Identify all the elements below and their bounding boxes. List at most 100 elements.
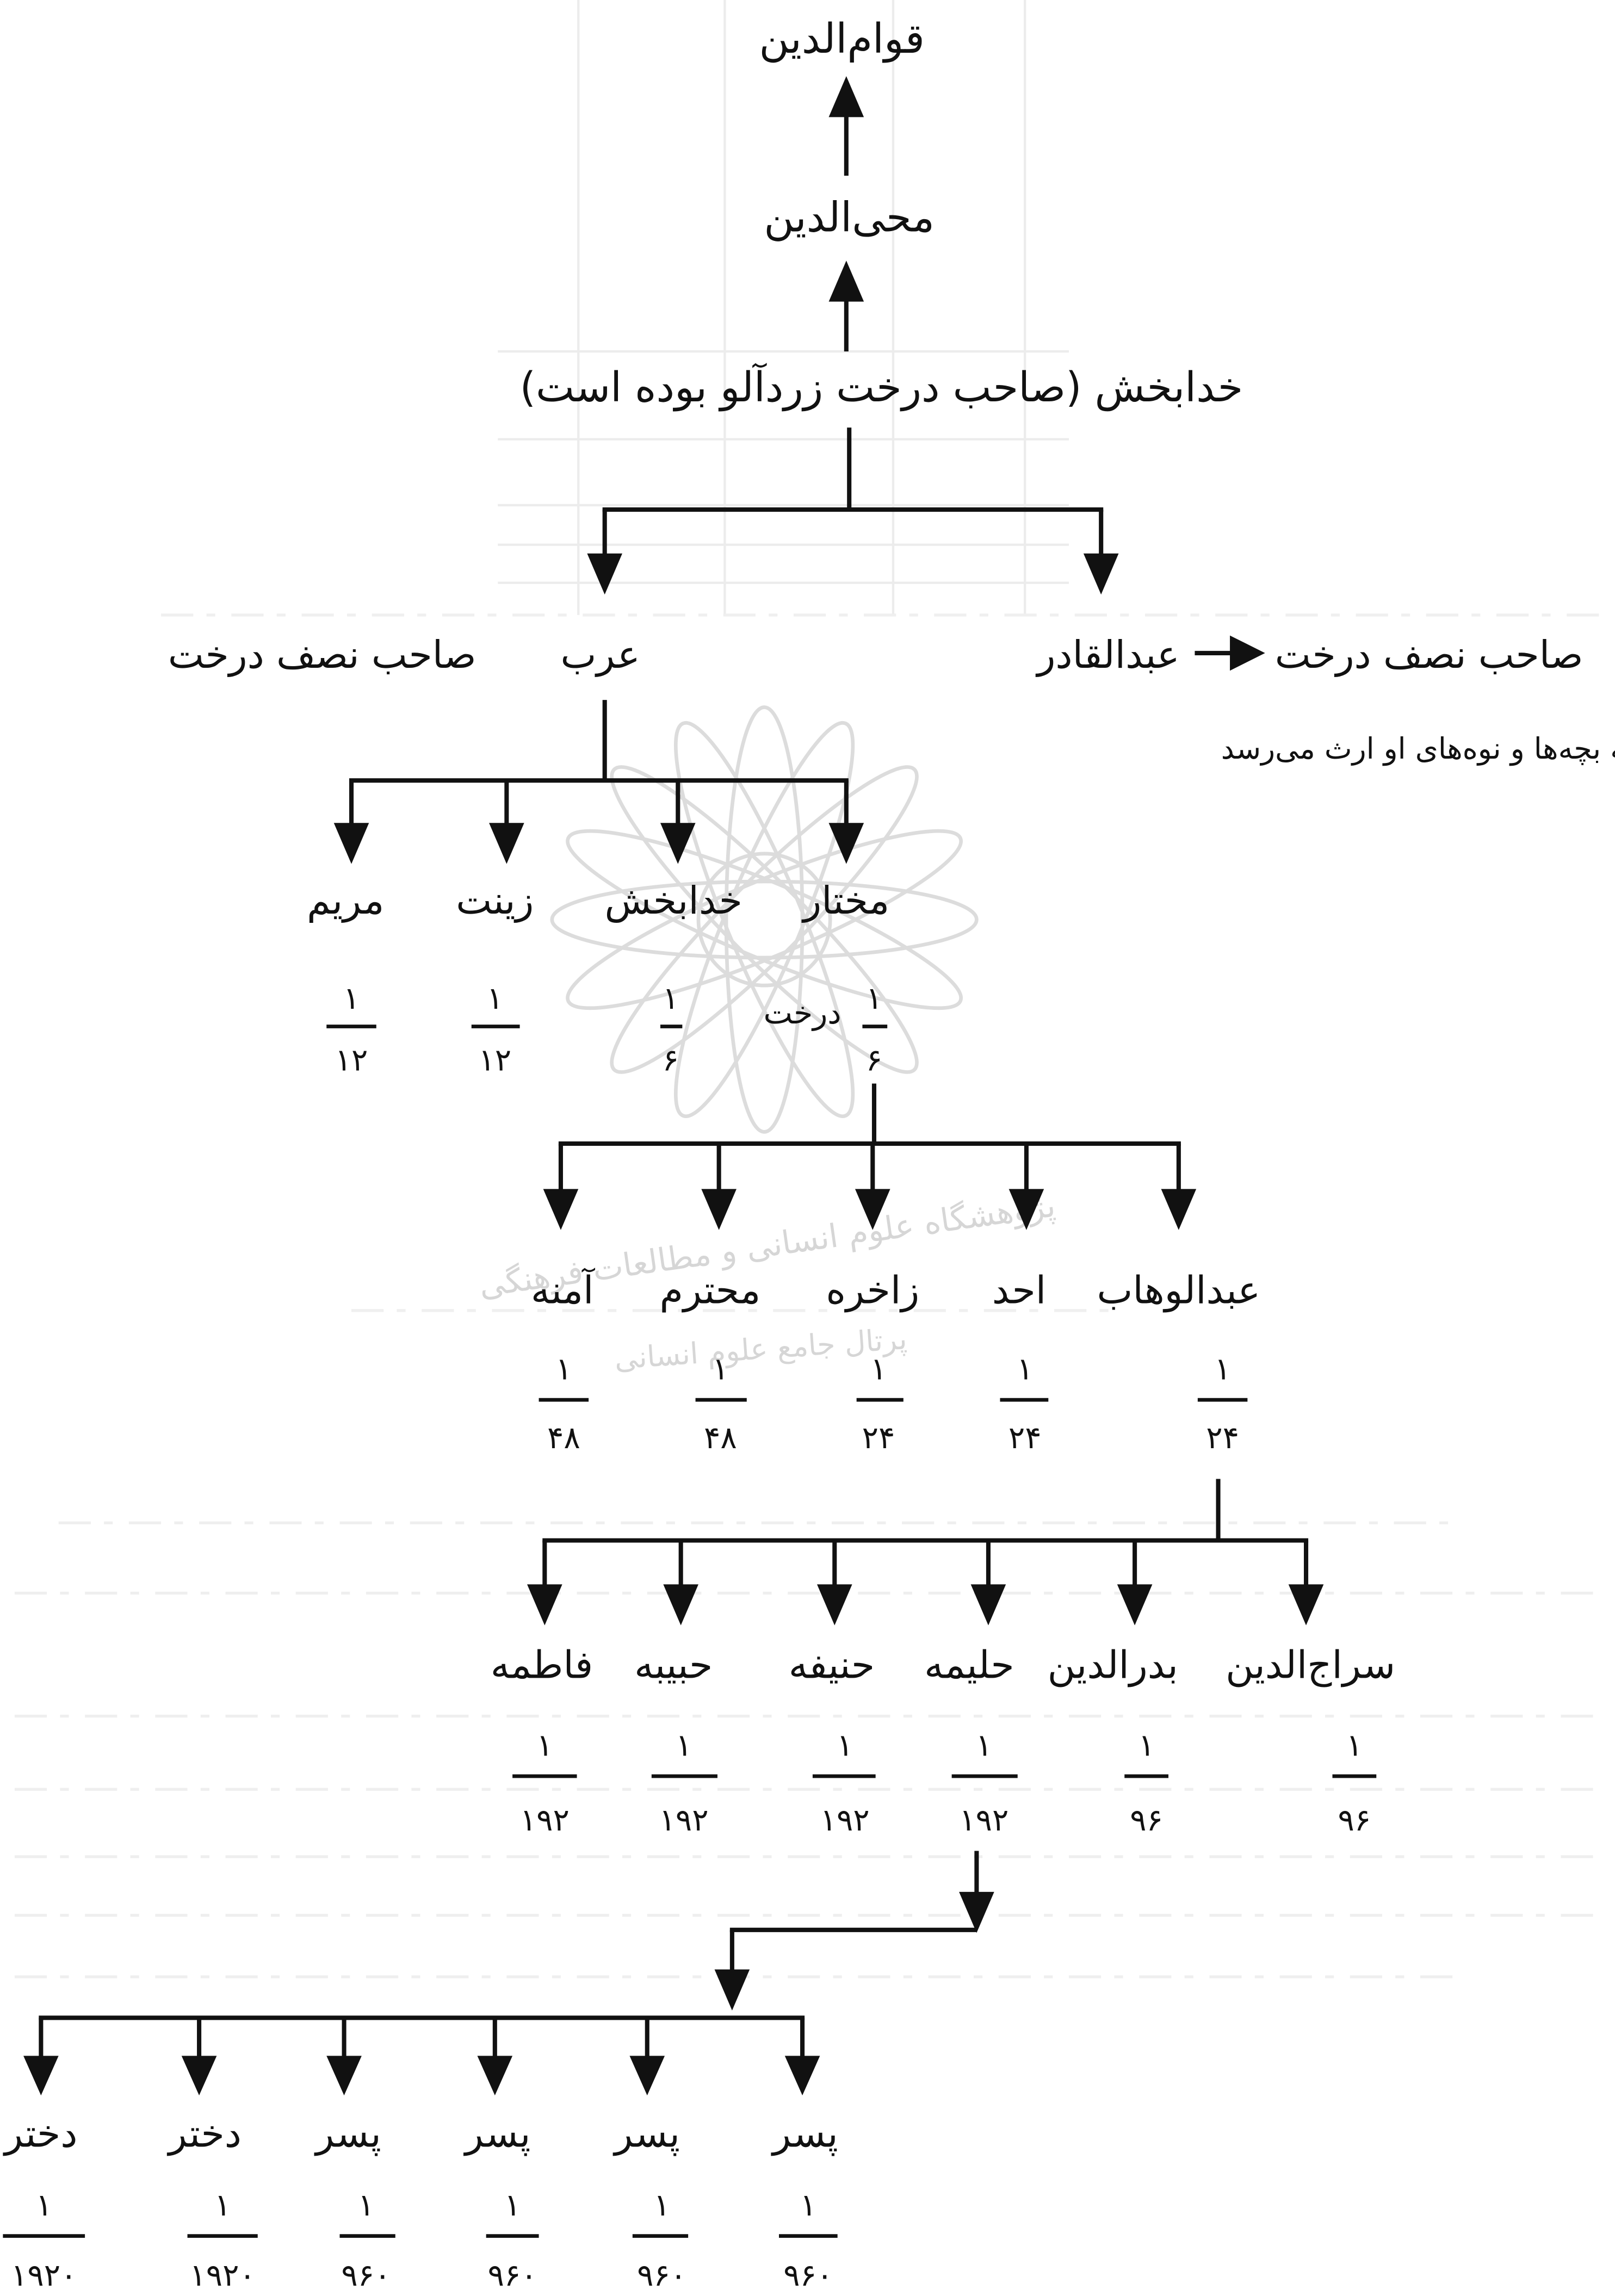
down-arrow-head	[855, 1189, 890, 1230]
down-arrow-head	[587, 553, 622, 595]
child-name: محترم	[660, 1268, 761, 1312]
watermark-petal	[550, 879, 979, 960]
down-arrow-head	[663, 1584, 698, 1625]
share-numerator: ۱	[712, 1351, 728, 1387]
watermark-petal	[566, 829, 963, 1010]
share-numerator: ۱	[800, 2188, 816, 2223]
share-numerator: ۱	[837, 1728, 853, 1763]
child-name: فاطمه	[491, 1643, 593, 1687]
share-denominator: ۹۶	[1130, 1803, 1163, 1838]
watermark-rosette	[550, 705, 979, 1134]
share-numerator: ۱	[36, 2188, 52, 2223]
share-numerator: ۱	[1214, 1351, 1230, 1387]
down-arrow-head	[1008, 1189, 1044, 1230]
down-arrow-head	[784, 2056, 820, 2096]
share-numerator: ۱	[214, 2188, 231, 2223]
arab-note: صاحب نصف درخت	[168, 632, 477, 677]
child-name: حبیبه	[634, 1643, 713, 1687]
tree-owner-name: خدابخش (صاحب درخت زردآلو بوده است)	[520, 363, 1243, 412]
child-name: پسر	[612, 2111, 680, 2156]
down-arrow-head	[629, 2056, 665, 2096]
down-arrow-head	[181, 2056, 217, 2096]
child-name: دختر	[167, 2111, 242, 2156]
child-name: زاخره	[826, 1268, 919, 1312]
share-denominator: ۱۲	[478, 1042, 511, 1078]
share-denominator: ۱۹۲	[959, 1803, 1008, 1838]
down-arrow-head	[1288, 1584, 1324, 1625]
down-arrow-head	[333, 823, 369, 864]
share-denominator: ۶	[866, 1042, 882, 1078]
share-denominator: ۴۸	[704, 1420, 737, 1456]
share-unit: درخت	[764, 996, 841, 1031]
share-denominator: ۲۴	[862, 1420, 895, 1456]
share-denominator: ۴۸	[547, 1420, 580, 1456]
share-numerator: ۱	[504, 2188, 521, 2223]
down-arrow-head	[660, 823, 696, 864]
share-denominator: ۱۲	[335, 1042, 368, 1078]
watermark-rosette-core	[696, 852, 832, 988]
child-name: بدرالدین	[1048, 1643, 1178, 1687]
up-arrow-head	[828, 260, 864, 302]
watermark-petal	[673, 721, 855, 1119]
up-arrow-head	[828, 76, 864, 117]
watermark-petal	[566, 829, 963, 1010]
down-arrow-head	[816, 1584, 852, 1625]
share-denominator: ۹۶۰	[783, 2258, 833, 2293]
child-name: سراج‌الدین	[1226, 1643, 1395, 1687]
share-numerator: ۱	[1346, 1728, 1363, 1763]
right-arrow-head	[1230, 635, 1265, 671]
share-numerator: ۱	[676, 1728, 692, 1763]
share-numerator: ۱	[663, 981, 679, 1016]
child-name: خدابخش	[605, 878, 742, 923]
child-name: احد	[992, 1268, 1046, 1312]
background-scan-marks	[14, 0, 1611, 1978]
down-arrow-head	[477, 2056, 513, 2096]
share-numerator: ۱	[555, 1351, 572, 1387]
share-numerator: ۱	[358, 2188, 374, 2223]
share-denominator: ۹۶	[1338, 1803, 1371, 1838]
down-arrow-head	[701, 1189, 737, 1230]
share-numerator: ۱	[536, 1728, 553, 1763]
share-numerator: ۱	[866, 981, 882, 1016]
share-numerator: ۱	[1138, 1728, 1154, 1763]
inheritance-note: به بچه‌ها و نوه‌های او ارث می‌رسد	[1221, 731, 1615, 766]
child-name: عبدالوهاب	[1097, 1268, 1261, 1312]
watermark-petal	[673, 721, 855, 1119]
down-arrow-head	[527, 1584, 562, 1625]
share-denominator: ۹۶۰	[488, 2258, 537, 2293]
child-name: پسر	[771, 2111, 838, 2156]
share-numerator: ۱	[976, 1728, 992, 1763]
share-denominator: ۱۹۲۰	[11, 2258, 77, 2293]
child-name: پسر	[314, 2111, 381, 2156]
down-arrow-head	[1083, 553, 1119, 595]
child-name: حنیفه	[789, 1643, 875, 1687]
down-arrow-head	[714, 1969, 750, 2010]
child-name: حلیمه	[924, 1643, 1014, 1687]
share-denominator: ۶	[663, 1042, 679, 1078]
down-arrow-head	[326, 2056, 362, 2096]
son-name-abdolghader: عبدالقادر	[1036, 632, 1180, 677]
share-denominator: ۱۹۲۰	[189, 2258, 255, 2293]
child-name: مختار	[801, 878, 889, 923]
share-numerator: ۱	[343, 981, 360, 1016]
watermark-petal	[610, 765, 919, 1074]
share-denominator: ۹۶۰	[341, 2258, 391, 2293]
grandfather-name: محی‌الدین	[764, 193, 935, 241]
child-name: پسر	[463, 2111, 531, 2156]
down-arrow-head	[959, 1891, 994, 1933]
down-arrow-head	[543, 1189, 579, 1230]
child-name: آمنه	[531, 1267, 596, 1312]
down-arrow-head	[1161, 1189, 1197, 1230]
down-arrow-head	[1117, 1584, 1153, 1625]
share-numerator: ۱	[1017, 1351, 1033, 1387]
son-name-arab: عرب	[560, 632, 640, 677]
down-arrow-head	[970, 1584, 1006, 1625]
down-arrow-head	[23, 2056, 59, 2096]
child-name: مریم	[307, 878, 384, 923]
share-denominator: ۱۹۲	[659, 1803, 709, 1838]
share-numerator: ۱	[487, 981, 503, 1016]
share-denominator: ۲۴	[1008, 1420, 1042, 1456]
share-denominator: ۲۴	[1206, 1420, 1239, 1456]
watermark-portal-name: پرتال جامع علوم انسانی	[613, 1321, 908, 1376]
